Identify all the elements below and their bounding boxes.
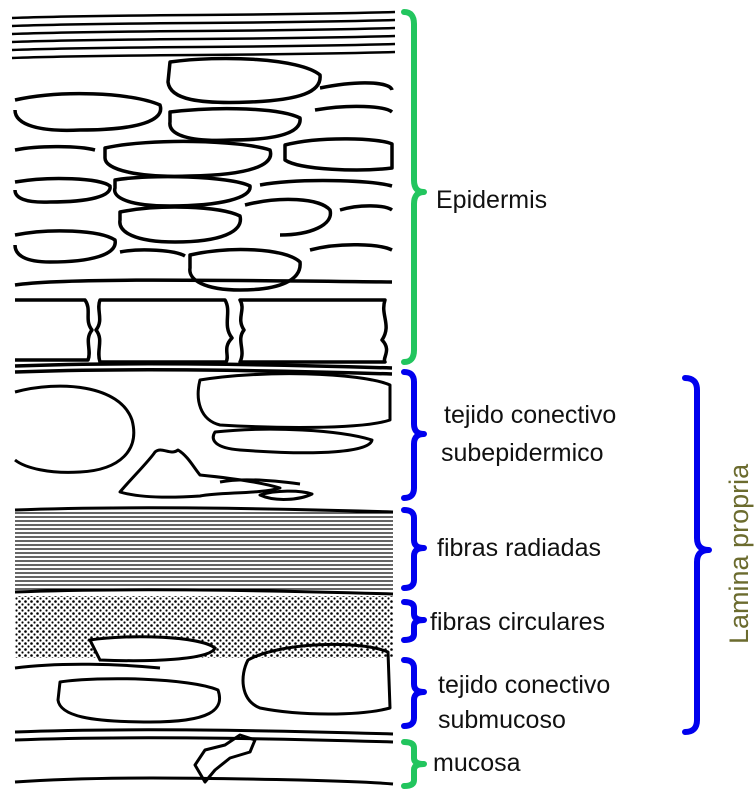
label-lamina-propria: Lamina propria [724, 463, 754, 644]
submucosal-bracket [404, 660, 424, 726]
basal-cells [15, 300, 392, 374]
brackets [404, 12, 709, 786]
label-epidermis: Epidermis [436, 186, 547, 214]
label-mucosa: mucosa [433, 749, 521, 777]
epidermis-surface-lines [12, 12, 395, 58]
label-radial-fibers: fibras radiadas [437, 534, 601, 562]
radial-fibers-bracket [404, 510, 424, 588]
label-circular-fibers: fibras circulares [430, 608, 605, 636]
label-submucosal-line1: tejido conectivo [438, 671, 610, 699]
radial-fibers-band [15, 508, 393, 594]
epidermis-cells [15, 58, 392, 290]
circular-fibers-band [15, 596, 393, 661]
label-submucosal-line2: submucoso [438, 706, 566, 734]
label-subepidermal-line1: tejido conectivo [444, 401, 616, 429]
circular-fibers-bracket [404, 602, 424, 640]
label-subepidermal-line2: subepidermico [441, 439, 604, 467]
epidermis-bracket [404, 12, 424, 362]
lamina-propria-bracket [685, 378, 709, 732]
mucosa-layer [15, 730, 393, 784]
mucosa-bracket [404, 742, 424, 786]
subepidermal-tissue [15, 374, 390, 500]
subepidermal-bracket [404, 372, 424, 498]
labels: Epidermis tejido conectivo subepidermico… [430, 186, 754, 777]
